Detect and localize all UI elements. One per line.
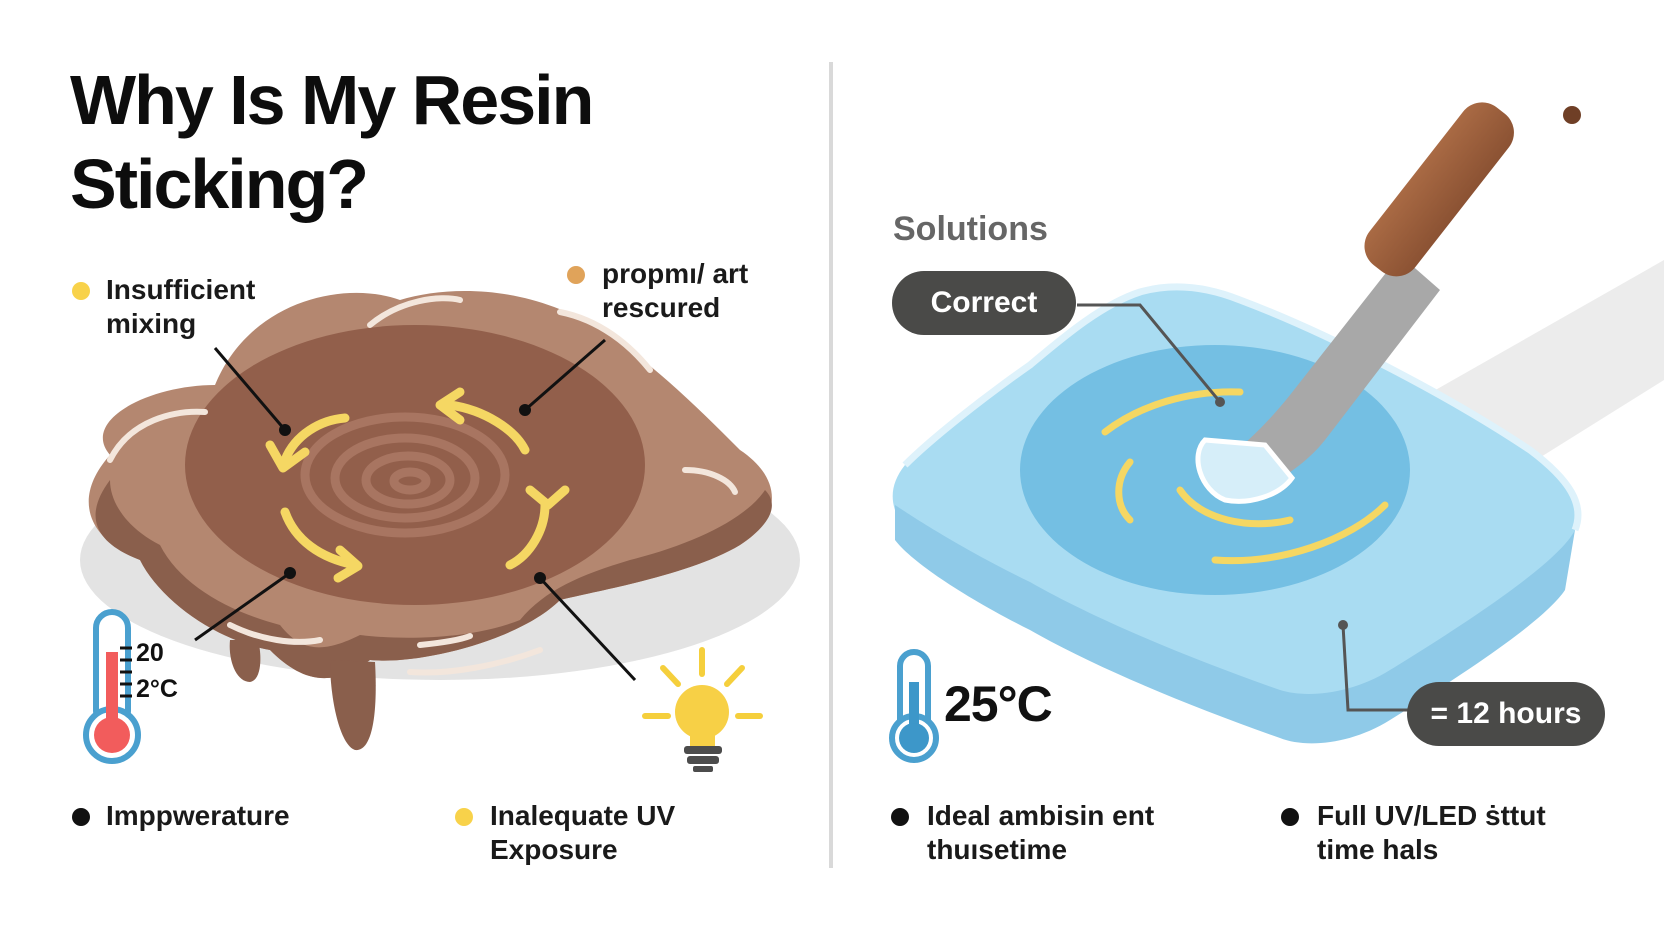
- thermometer-reading: 2°C: [136, 675, 178, 703]
- cause-insufficient-mixing: Insufficient mixing: [106, 274, 256, 339]
- cause-uv-exposure: Inalequate UV Exposure: [490, 800, 676, 865]
- bullet-dot: [891, 808, 909, 826]
- ideal-temperature: 25°C: [944, 676, 1053, 732]
- thermometer-icon: [889, 649, 939, 763]
- correct-pill: Correct: [892, 271, 1076, 335]
- thermometer-reading: 20: [136, 639, 164, 667]
- bullet-dot: [455, 808, 473, 826]
- spatula-icon: [1195, 102, 1581, 504]
- bullet-dot: [72, 808, 90, 826]
- bullet-dot: [1281, 808, 1299, 826]
- solution-uv-led: Full UV/LED ṡttut time hals: [1317, 800, 1546, 865]
- solution-ambient: Ideal ambisin ent thuısetime: [927, 800, 1155, 865]
- page-title: Why Is My Resin Sticking?: [70, 61, 594, 223]
- thermometer-icon: [83, 609, 141, 764]
- sticky-resin-puddle: [80, 291, 800, 751]
- cure-time-pill: = 12 hours: [1407, 682, 1605, 746]
- lightbulb-icon: [642, 647, 763, 772]
- bullet-dot: [567, 266, 585, 284]
- cause-proportions: propmı/ art rescured: [602, 258, 749, 323]
- cause-temperature: Imppwerature: [106, 800, 290, 831]
- section-divider: [829, 62, 833, 868]
- bullet-dot: [72, 282, 90, 300]
- solutions-heading: Solutions: [893, 210, 1048, 248]
